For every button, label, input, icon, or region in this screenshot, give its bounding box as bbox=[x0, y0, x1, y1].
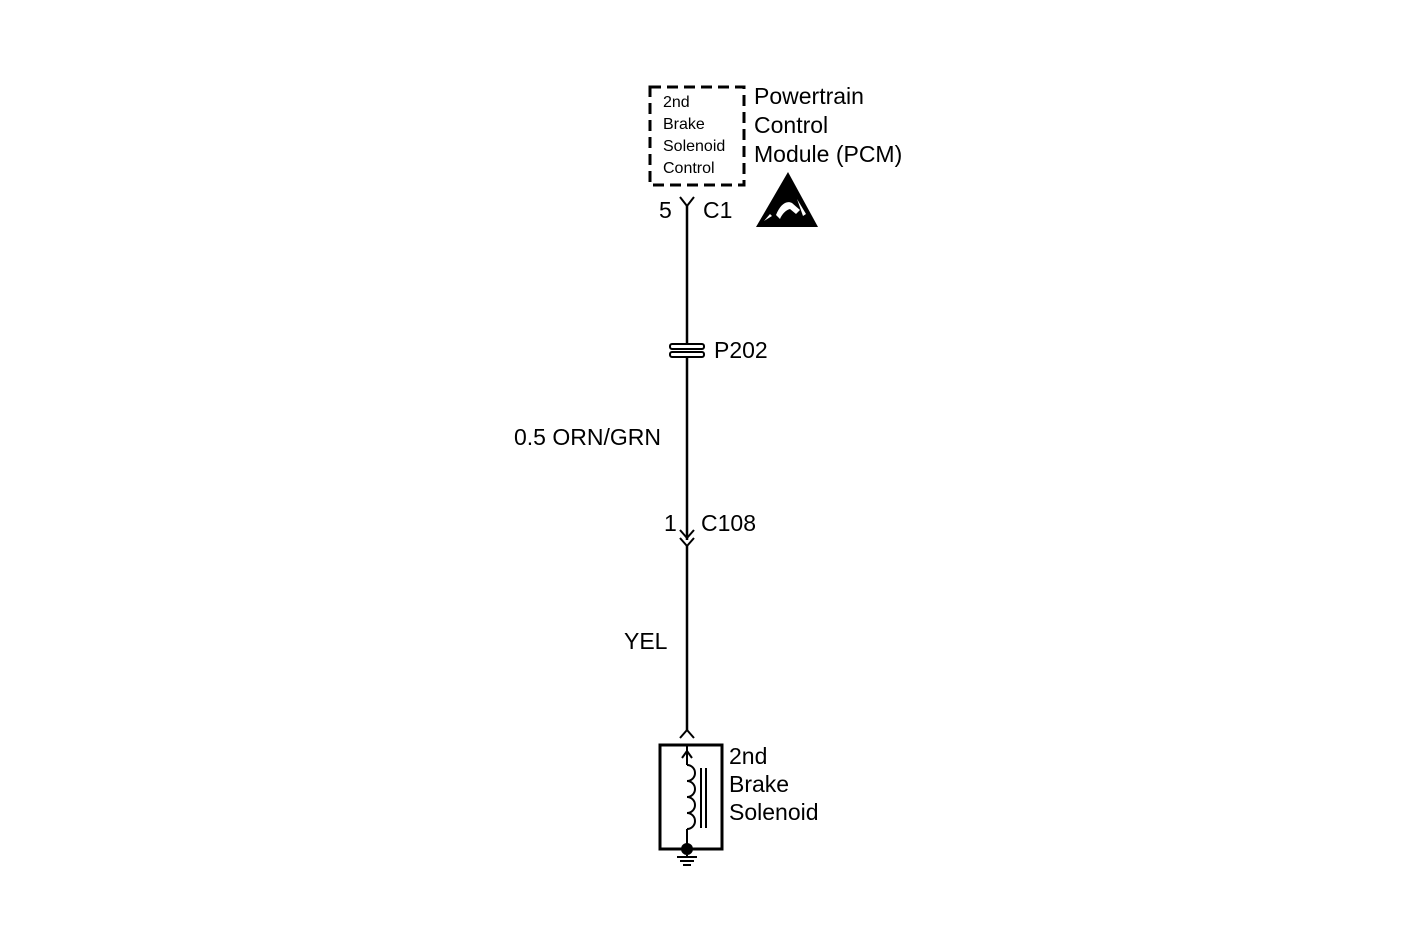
pcm-name-line-3: Module (PCM) bbox=[754, 141, 902, 167]
solenoid-name-line-3: Solenoid bbox=[729, 799, 819, 825]
solenoid-arrow bbox=[681, 749, 693, 759]
c1-pin-number: 5 bbox=[659, 197, 672, 223]
pcm-module: 2nd Brake Solenoid Control Powertrain Co… bbox=[648, 83, 902, 187]
wire-lower-label: YEL bbox=[624, 628, 668, 654]
splice-p202: P202 bbox=[669, 337, 768, 363]
solenoid-name-line-1: 2nd bbox=[729, 743, 767, 769]
wire-upper-label: 0.5 ORN/GRN bbox=[514, 424, 661, 450]
pcm-name-line-1: Powertrain bbox=[754, 83, 864, 109]
pcm-dashed-box bbox=[648, 85, 746, 187]
c108-female-symbol bbox=[679, 529, 695, 540]
c108-pin-number: 1 bbox=[664, 510, 677, 536]
ground-icon bbox=[677, 843, 697, 866]
connector-c108: 1 C108 bbox=[664, 510, 756, 548]
p202-label: P202 bbox=[714, 337, 768, 363]
connector-c1: 5 C1 bbox=[659, 196, 732, 223]
brake-solenoid: 2nd Brake Solenoid bbox=[658, 743, 819, 851]
c1-connector-name: C1 bbox=[703, 197, 732, 223]
esd-warning-icon bbox=[756, 172, 818, 227]
solenoid-name-line-2: Brake bbox=[729, 771, 789, 797]
pcm-inner-line-2: Brake bbox=[663, 116, 705, 133]
solenoid-connector-symbol bbox=[679, 728, 695, 739]
pcm-inner-line-4: Control bbox=[663, 160, 715, 177]
pcm-inner-line-3: Solenoid bbox=[663, 138, 725, 155]
c1-connector-symbol bbox=[679, 196, 695, 208]
c108-connector-name: C108 bbox=[701, 510, 756, 536]
pcm-name-line-2: Control bbox=[754, 112, 828, 138]
pcm-inner-line-1: 2nd bbox=[663, 94, 690, 111]
solenoid-coil bbox=[686, 764, 696, 830]
